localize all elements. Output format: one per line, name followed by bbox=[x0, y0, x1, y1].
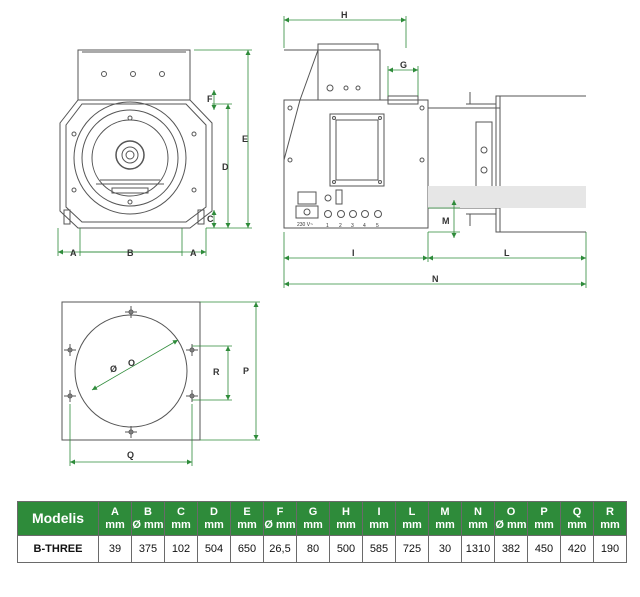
table-row: B-THREE 39 375 102 504 650 26,5 80 500 5… bbox=[17, 535, 627, 563]
value-cell-f: 26,5 bbox=[263, 535, 297, 563]
side-view-labels: H G M I L N bbox=[341, 10, 510, 284]
dim-label-p: P bbox=[243, 366, 249, 376]
model-header: Modelis bbox=[17, 501, 99, 536]
value-cell-h: 500 bbox=[329, 535, 363, 563]
port-5-label: 5 bbox=[376, 223, 379, 229]
dim-label-e: E bbox=[242, 134, 248, 144]
port-3-label: 3 bbox=[351, 223, 354, 229]
dim-label-o: O bbox=[128, 358, 135, 368]
dim-label-phi: Ø bbox=[110, 364, 117, 374]
port-1-label: 1 bbox=[326, 223, 329, 229]
side-panel-labels: 230 V~ 1 2 3 4 5 bbox=[297, 222, 379, 229]
front-view bbox=[59, 49, 213, 229]
value-cell-r: 190 bbox=[593, 535, 627, 563]
value-cell-i: 585 bbox=[362, 535, 396, 563]
voltage-label: 230 V~ bbox=[297, 222, 313, 228]
front-view-dimensions bbox=[57, 49, 252, 256]
technical-drawing: A B A D E F C bbox=[57, 10, 587, 466]
side-view-dimensions bbox=[283, 16, 587, 288]
port-2-label: 2 bbox=[339, 223, 342, 229]
value-cell-m: 30 bbox=[428, 535, 462, 563]
dim-label-i: I bbox=[352, 248, 355, 258]
dim-label-l: L bbox=[504, 248, 510, 258]
value-cell-l: 725 bbox=[395, 535, 429, 563]
dim-label-h: H bbox=[341, 10, 348, 20]
value-cell-q: 420 bbox=[560, 535, 594, 563]
value-cell-c: 102 bbox=[164, 535, 198, 563]
flange-dimensions bbox=[69, 301, 260, 466]
dim-label-q: Q bbox=[127, 450, 134, 460]
dim-label-d: D bbox=[222, 162, 229, 172]
value-cell-d: 504 bbox=[197, 535, 231, 563]
dim-label-a1: A bbox=[70, 248, 77, 258]
value-cell-b: 375 bbox=[131, 535, 165, 563]
model-cell: B-THREE bbox=[17, 535, 99, 563]
dim-label-g: G bbox=[400, 60, 407, 70]
dim-label-a2: A bbox=[190, 248, 197, 258]
value-cell-g: 80 bbox=[296, 535, 330, 563]
front-view-labels: A B A D E F C bbox=[70, 94, 248, 258]
dim-label-f: F bbox=[207, 94, 213, 104]
dim-label-b: B bbox=[127, 248, 134, 258]
dim-label-m: M bbox=[442, 216, 450, 226]
dim-label-r: R bbox=[213, 367, 220, 377]
flange-view bbox=[61, 301, 201, 441]
value-cell-o: 382 bbox=[494, 535, 528, 563]
value-cell-a: 39 bbox=[98, 535, 132, 563]
port-4-label: 4 bbox=[363, 223, 366, 229]
flange-labels: Ø O R P Q bbox=[110, 358, 249, 460]
flue-fill bbox=[428, 186, 586, 208]
value-cell-n: 1310 bbox=[461, 535, 495, 563]
value-cell-e: 650 bbox=[230, 535, 264, 563]
value-cell-p: 450 bbox=[527, 535, 561, 563]
dim-label-c: C bbox=[207, 214, 214, 224]
dim-label-n: N bbox=[432, 274, 439, 284]
